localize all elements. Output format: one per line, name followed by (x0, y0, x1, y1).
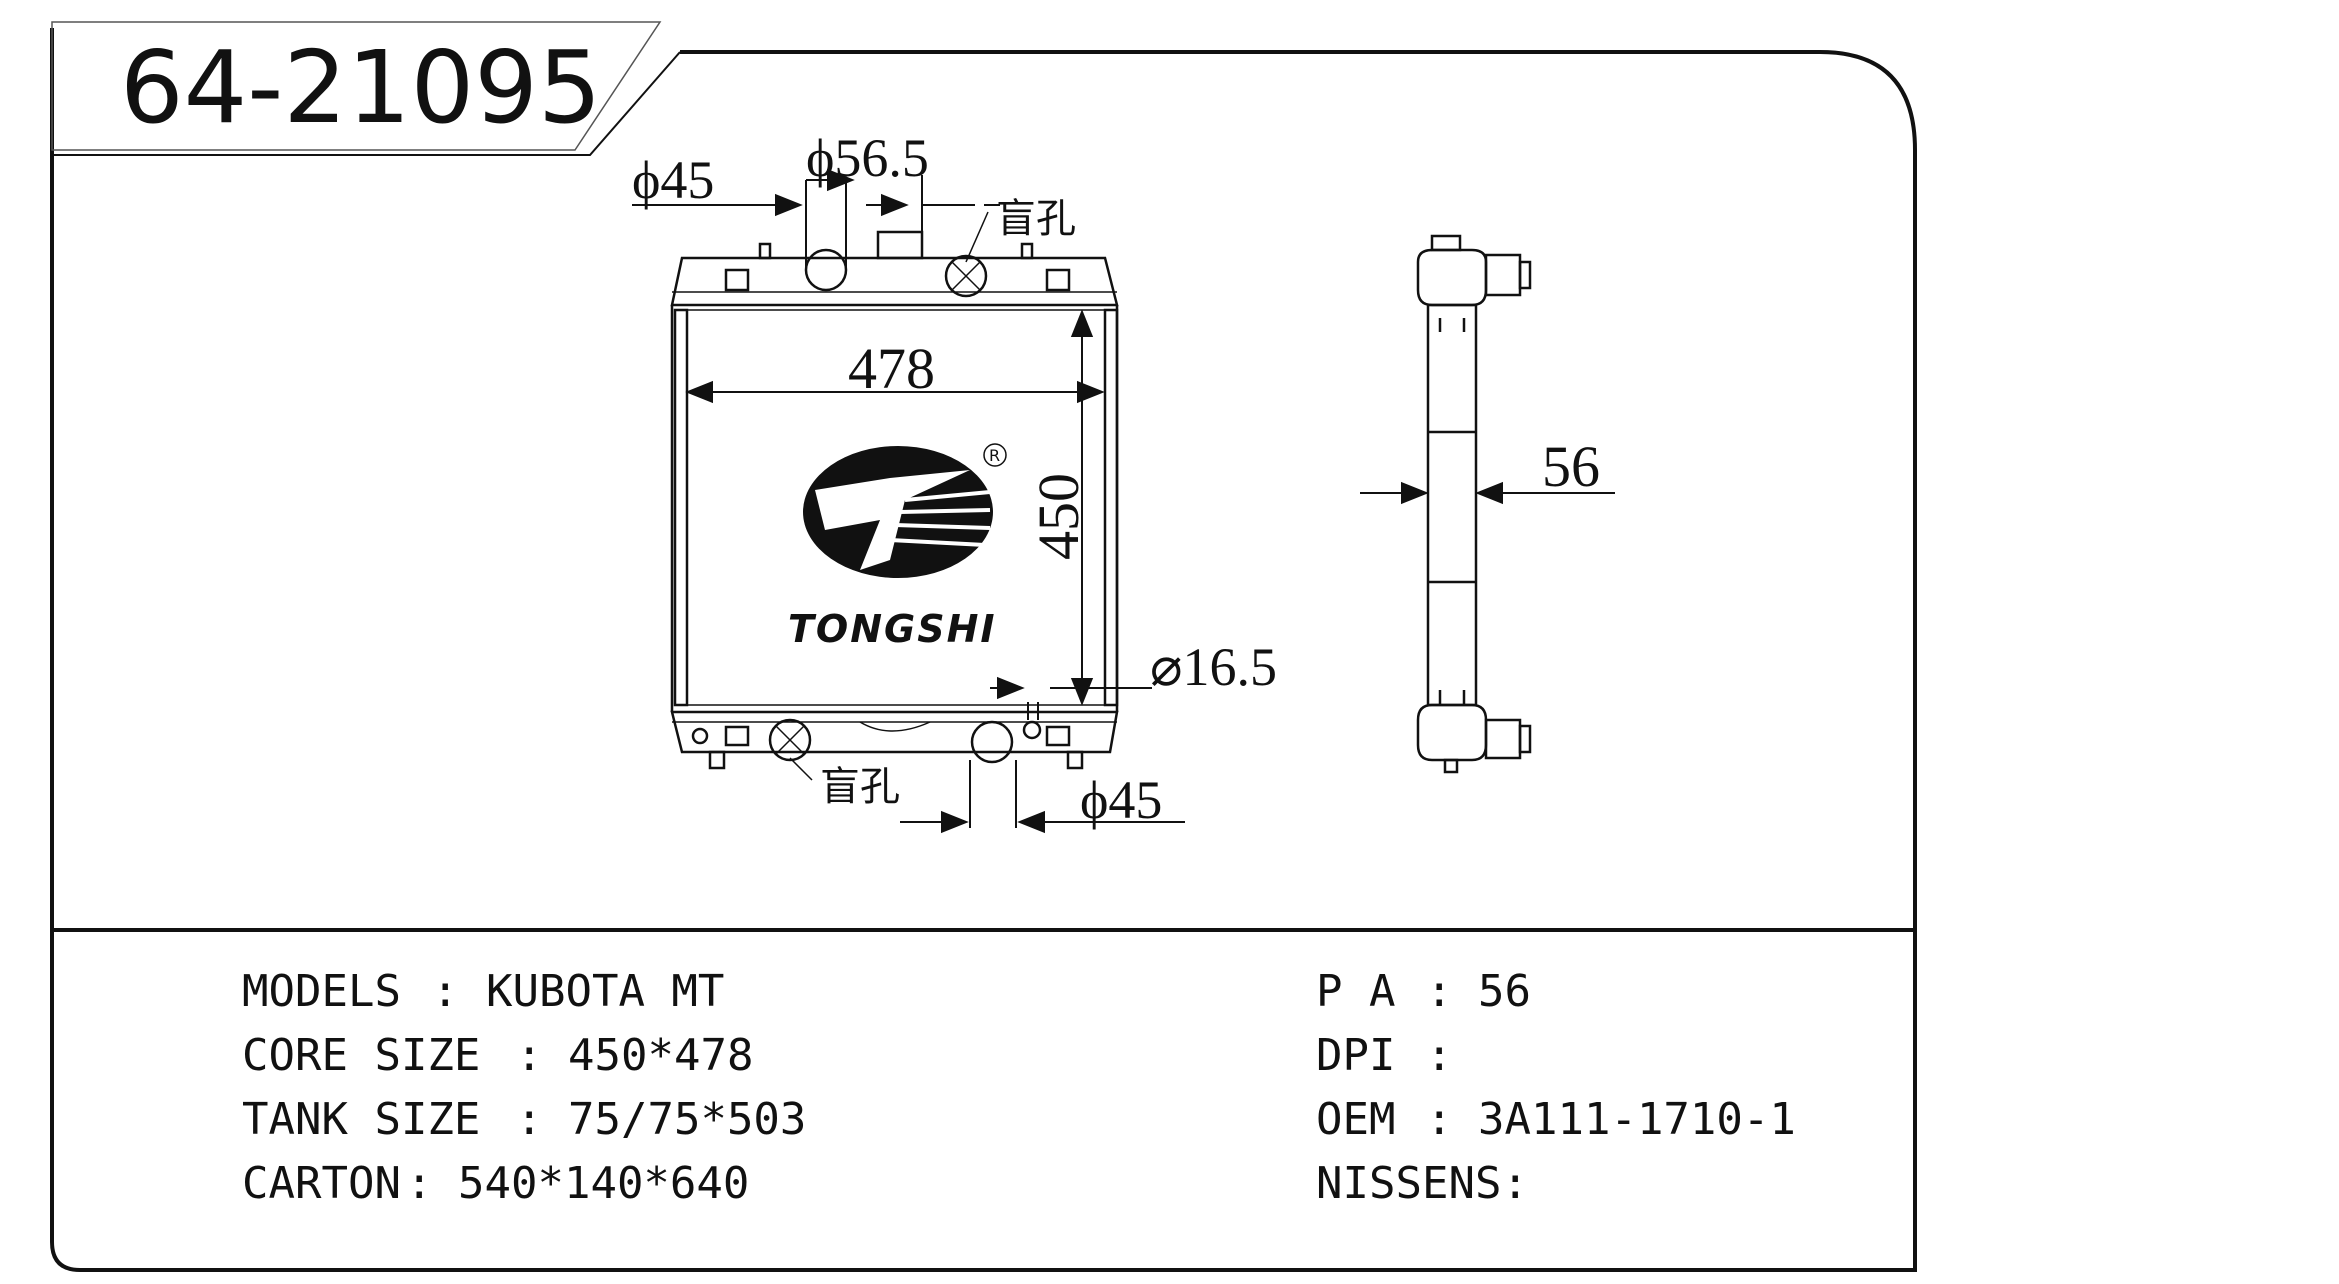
front-dimensions (632, 168, 1185, 834)
side-top-tank (1416, 248, 1488, 307)
spec-carton-label: CARTON (242, 1158, 401, 1209)
radiator-front-view (670, 230, 1119, 770)
spec-tank-size-value: 75/75*503 (568, 1094, 806, 1145)
spec-carton-value: 540*140*640 (458, 1158, 749, 1209)
brand-name: TONGSHI (788, 607, 997, 651)
tongshi-logo: R TONGSHI (788, 443, 1007, 651)
spec-models-value: KUBOTA MT (486, 966, 724, 1017)
part-number: 64-21095 (120, 29, 601, 146)
spec-nissens-label: NISSENS (1316, 1158, 1501, 1209)
core-width-label: 478 (848, 336, 935, 401)
top-inlet-diameter-label: ϕ45 (632, 150, 714, 210)
spec-oem-sep: : (1426, 1094, 1453, 1145)
spec-tank-size-sep: : (516, 1094, 543, 1145)
spec-oem-label: OEM (1316, 1094, 1395, 1145)
top-blind-hole-label: 盲孔 (996, 196, 1076, 241)
specs-right: P A : 56 DPI : OEM : 3A111-1710-1 NISSEN… (1316, 966, 1796, 1209)
radiator-side-view (1416, 234, 1532, 774)
core-thickness-label: 56 (1542, 434, 1600, 499)
spec-core-size-sep: : (516, 1030, 543, 1081)
spec-nissens-sep: : (1502, 1158, 1529, 1209)
spec-core-size-label: CORE SIZE (242, 1030, 480, 1081)
front-dimension-labels: ϕ45 ϕ56.5 盲孔 478 450 ⌀16.5 盲孔 ϕ45 (632, 128, 1277, 830)
core-height-label: 450 (1026, 473, 1091, 560)
spec-models-sep: : (432, 966, 459, 1017)
drain-plug (1022, 720, 1042, 740)
spec-dpi-sep: : (1426, 1030, 1453, 1081)
spec-tank-size-label: TANK SIZE (242, 1094, 480, 1145)
top-blind-hole (944, 254, 988, 298)
specs-left: MODELS : KUBOTA MT CORE SIZE : 450*478 T… (242, 966, 806, 1209)
bottom-blind-hole (768, 718, 812, 762)
spec-models-label: MODELS (242, 966, 401, 1017)
bottom-outlet-pipe (970, 720, 1014, 764)
top-inlet-pipe (804, 248, 848, 292)
registered-mark: R (989, 446, 1000, 465)
spec-dpi-label: DPI (1316, 1030, 1395, 1081)
core (686, 309, 1106, 706)
side-bottom-tank (1416, 703, 1488, 762)
part-number-tab: 64-21095 (51, 21, 662, 151)
top-tank (670, 256, 1119, 307)
left-side-plate (673, 308, 689, 707)
spec-pa-value: 56 (1478, 966, 1531, 1017)
bottom-outlet-diameter-label: ϕ45 (1080, 770, 1162, 830)
spec-core-size-value: 450*478 (568, 1030, 753, 1081)
bottom-blind-hole-label: 盲孔 (820, 764, 900, 809)
right-side-plate (1103, 308, 1119, 707)
spec-carton-sep: : (406, 1158, 433, 1209)
drain-diameter-label: ⌀16.5 (1150, 637, 1277, 697)
registered-mark-icon (983, 443, 1007, 467)
spec-pa-label: P A (1316, 966, 1395, 1017)
bottom-tank (670, 710, 1119, 754)
side-core (1426, 303, 1478, 707)
filler-neck (876, 230, 924, 260)
filler-diameter-label: ϕ56.5 (806, 128, 929, 188)
spec-pa-sep: : (1426, 966, 1453, 1017)
spec-oem-value: 3A111-1710-1 (1478, 1094, 1796, 1145)
